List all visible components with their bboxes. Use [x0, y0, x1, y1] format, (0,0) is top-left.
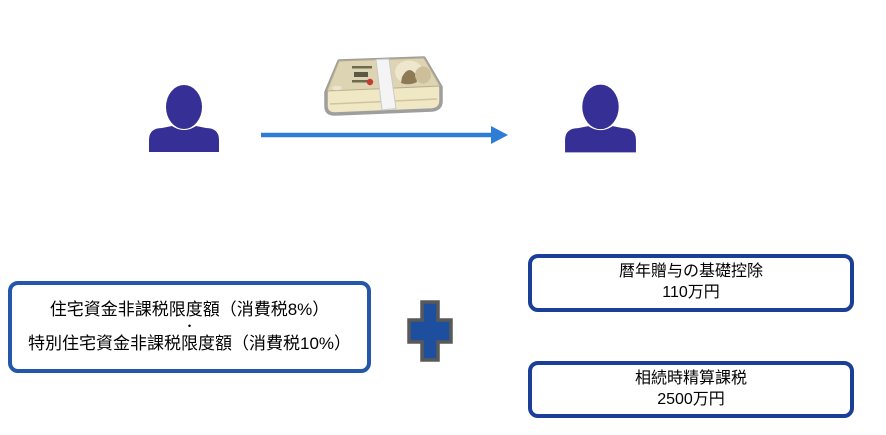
plus-cross-icon	[407, 300, 453, 362]
money-text-mark-3	[352, 80, 372, 83]
money-portrait-figure	[401, 69, 417, 85]
inheritance-settlement-tax-box: 相続時精算課税 2500万円	[528, 361, 854, 418]
annual-gift-deduction-box: 暦年贈与の基礎控除 110万円	[528, 254, 854, 312]
housing-fund-exemption-line1: 住宅資金非課税限度額（消費税8%）	[49, 299, 330, 319]
yen-banknote-bundle-icon	[324, 56, 443, 116]
inheritance-settlement-tax-title: 相続時精算課税	[634, 369, 747, 387]
money-paper-band	[375, 58, 397, 111]
giver-shoulders	[149, 126, 219, 152]
giver-head	[166, 85, 202, 129]
giver-person-icon	[149, 85, 219, 152]
plus-cross-shape	[407, 300, 453, 362]
money-red-seal	[366, 78, 374, 86]
housing-fund-exemption-separator: ・	[183, 319, 196, 334]
arrow-head	[491, 126, 508, 144]
annual-gift-deduction-amount: 110万円	[662, 284, 720, 301]
money-portrait-shade	[415, 66, 431, 84]
transfer-arrow	[261, 126, 508, 144]
receiver-shoulders	[565, 126, 636, 153]
inheritance-settlement-tax-amount: 2500万円	[657, 390, 725, 408]
receiver-head	[582, 84, 619, 130]
money-text-mark-1	[352, 66, 372, 69]
receiver-person-icon	[565, 84, 636, 153]
annual-gift-deduction-title: 暦年贈与の基礎控除	[618, 263, 763, 281]
money-text-mark-2	[354, 72, 368, 77]
money-highlight-oval	[332, 85, 342, 91]
housing-fund-exemption-box: 住宅資金非課税限度額（消費税8%） ・ 特別住宅資金非課税限度額（消費税10%）	[8, 281, 371, 373]
housing-fund-exemption-line2: 特別住宅資金非課税限度額（消費税10%）	[27, 333, 352, 353]
